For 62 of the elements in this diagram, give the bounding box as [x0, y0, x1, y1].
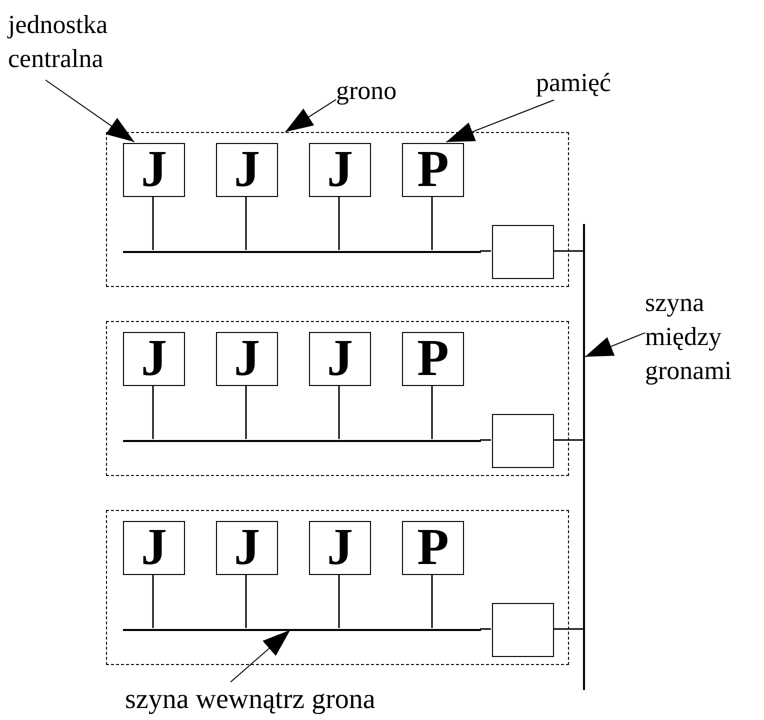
interface-box — [492, 603, 554, 657]
connector-line — [553, 628, 583, 630]
unit-letter: J — [327, 144, 353, 196]
interface-box — [492, 225, 554, 279]
dashed-group-box — [106, 321, 569, 476]
leader-arrow — [284, 99, 336, 132]
connector-line — [152, 574, 154, 628]
leader-arrow — [230, 630, 291, 682]
connector-line — [152, 385, 154, 439]
callout-label: pamięć — [536, 67, 612, 99]
bus-line — [123, 251, 481, 253]
unit-box — [123, 143, 185, 197]
connector-line — [431, 385, 433, 439]
unit-letter: J — [234, 522, 260, 574]
unit-box — [309, 332, 371, 386]
bus-line — [123, 629, 481, 631]
unit-box — [402, 521, 464, 575]
connector-line — [480, 628, 491, 630]
bus-line — [583, 224, 585, 690]
unit-letter: J — [327, 333, 353, 385]
connector-line — [431, 196, 433, 250]
bus-line — [123, 440, 481, 442]
connector-line — [152, 196, 154, 250]
unit-letter: J — [141, 144, 167, 196]
unit-letter: P — [417, 333, 449, 385]
unit-letter: P — [417, 144, 449, 196]
unit-box — [309, 521, 371, 575]
unit-box — [402, 143, 464, 197]
unit-box — [216, 332, 278, 386]
unit-box — [309, 143, 371, 197]
connector-line — [553, 250, 583, 252]
callout-label: grono — [336, 75, 398, 107]
unit-box — [216, 521, 278, 575]
connector-line — [553, 439, 583, 441]
connector-line — [338, 385, 340, 439]
connector-line — [338, 196, 340, 250]
unit-box — [123, 521, 185, 575]
unit-letter: J — [141, 522, 167, 574]
leader-arrow — [446, 100, 554, 142]
connector-line — [431, 574, 433, 628]
connector-line — [338, 574, 340, 628]
unit-letter: J — [234, 333, 260, 385]
dashed-group-box — [106, 132, 569, 287]
unit-box — [216, 143, 278, 197]
unit-box — [402, 332, 464, 386]
callout-label: szyna między gronami — [645, 287, 733, 387]
connector-line — [245, 574, 247, 628]
connector-line — [480, 250, 491, 252]
dashed-group-box — [106, 510, 569, 665]
connector-line — [245, 196, 247, 250]
unit-box — [123, 332, 185, 386]
interface-box — [492, 414, 554, 468]
callout-label: jednostka centralna — [8, 9, 109, 75]
connector-line — [480, 439, 491, 441]
leader-arrow — [584, 332, 646, 358]
callout-label: szyna wewnątrz grona — [125, 683, 376, 717]
leader-arrow — [45, 80, 135, 142]
unit-letter: J — [327, 522, 353, 574]
connector-line — [245, 385, 247, 439]
unit-letter: J — [234, 144, 260, 196]
unit-letter: J — [141, 333, 167, 385]
unit-letter: P — [417, 522, 449, 574]
